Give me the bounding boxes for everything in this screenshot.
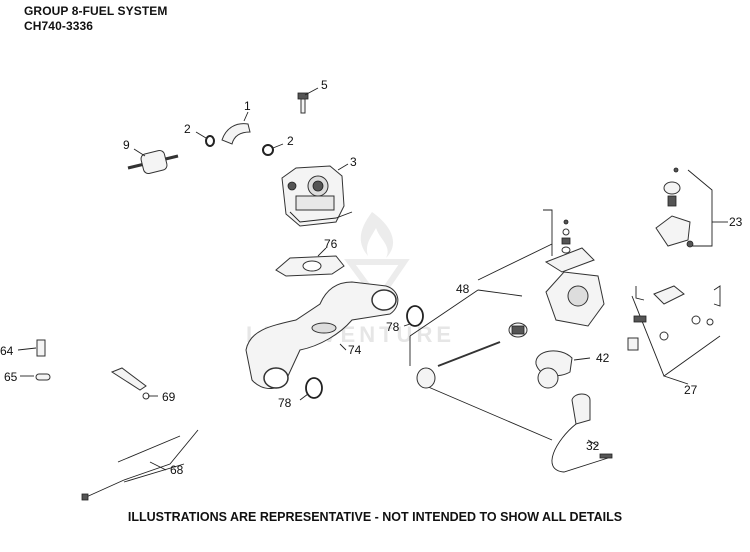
- part-sensor-and-plug: [17, 339, 51, 381]
- part-fuel-hose: [221, 111, 251, 145]
- callout-69: 69: [162, 390, 176, 404]
- part-intake-manifold: [245, 281, 399, 389]
- part-carb-kit: [409, 209, 605, 441]
- callout-3: 3: [350, 155, 357, 169]
- part-hose-clamps: [195, 131, 284, 156]
- part-fuel-filter: [127, 148, 179, 175]
- callout-9: 9: [123, 138, 130, 152]
- model-number: CH740-3336: [24, 19, 94, 33]
- part-o-rings: [299, 305, 424, 401]
- part-wire-harness: [81, 429, 199, 501]
- callout-78-lower: 78: [278, 396, 292, 410]
- callout-5: 5: [321, 78, 328, 92]
- callout-78-upper: 78: [386, 320, 400, 334]
- part-bracket: [110, 367, 158, 400]
- part-diaphragm-kit: [655, 167, 728, 248]
- callout-65: 65: [4, 370, 18, 384]
- callout-27: 27: [684, 383, 698, 397]
- callout-32: 32: [586, 439, 600, 453]
- part-solenoid: [535, 350, 591, 389]
- callout-2-left: 2: [184, 122, 191, 136]
- diagram-title: GROUP 8-FUEL SYSTEM: [24, 4, 168, 18]
- callout-48: 48: [456, 282, 470, 296]
- callout-2-right: 2: [287, 134, 294, 148]
- part-carburetor: [281, 163, 353, 227]
- part-screw-kit: [627, 285, 721, 385]
- callout-76: 76: [324, 237, 338, 251]
- callout-23: 23: [729, 215, 743, 229]
- callout-64: 64: [0, 344, 14, 358]
- callout-68: 68: [170, 463, 184, 477]
- part-bolt: [297, 87, 319, 114]
- callout-42: 42: [596, 351, 610, 365]
- callout-74: 74: [348, 343, 362, 357]
- part-cable-assembly: [551, 393, 613, 473]
- callout-1: 1: [244, 99, 251, 113]
- part-gasket: [275, 247, 345, 277]
- disclaimer-footer: ILLUSTRATIONS ARE REPRESENTATIVE - NOT I…: [127, 510, 623, 524]
